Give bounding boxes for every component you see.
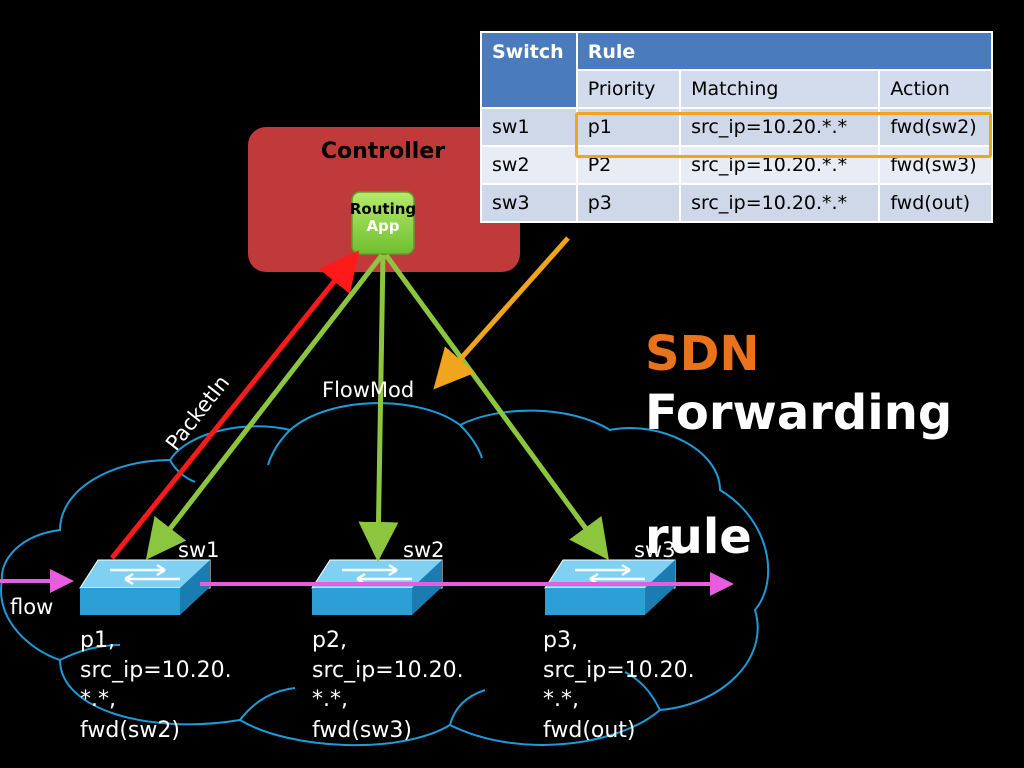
flowmod-label: FlowMod: [322, 378, 414, 402]
row-switch: sw1: [480, 107, 578, 147]
routing-app-box: [351, 191, 415, 255]
sw3-rule-line: p3,: [543, 628, 578, 653]
sw3-rule-line: fwd(out): [543, 718, 636, 743]
packet-in-label: PacketIn: [161, 371, 234, 455]
flowmod-arrow-sw3: [383, 253, 609, 561]
sw1-rule-line: src_ip=10.20.: [80, 658, 232, 683]
controller-label: Controller: [321, 139, 445, 164]
sw2-rule-line: src_ip=10.20.: [312, 658, 464, 683]
action-header: Action: [878, 69, 993, 109]
row-priority: P2: [575, 145, 682, 185]
flowmod-arrow-sw2: [358, 254, 399, 562]
row-action: fwd(sw3): [878, 145, 993, 185]
switch-sw3: [544, 559, 676, 615]
flowmod-arrow-sw1: [145, 253, 384, 560]
rule-table: Switch Rule Priority Matching Action sw1…: [480, 31, 994, 223]
packet-in-arrow: [110, 250, 360, 560]
sw3-rule-line: *.*,: [543, 687, 579, 712]
sw1-label: sw1: [178, 538, 219, 562]
matching-header: Matching: [679, 69, 881, 109]
sw2-rule-line: fwd(sw3): [312, 718, 412, 743]
title-forwarding: Forwarding: [645, 385, 953, 441]
sw2-rule-line: p2,: [312, 628, 347, 653]
sw2-rule-line: *.*,: [312, 687, 348, 712]
sw1-rule-line: *.*,: [80, 687, 116, 712]
sw3-label: sw3: [634, 538, 675, 562]
row-matching: src_ip=10.20.*.*: [679, 183, 881, 223]
row-switch: sw3: [480, 183, 578, 223]
row-matching: src_ip=10.20.*.*: [679, 145, 881, 185]
table-row: sw3 p3 src_ip=10.20.*.* fwd(out): [480, 183, 993, 223]
title-sdn: SDN: [645, 326, 760, 382]
switch-sw2: [311, 559, 443, 615]
priority-header: Priority: [575, 69, 682, 109]
table-to-flowmod-arrow: [433, 236, 570, 390]
switch-sw1: [79, 559, 211, 615]
row-switch: sw2: [480, 145, 578, 185]
sw1-rule-line: p1,: [80, 628, 115, 653]
sw1-rule-line: fwd(sw2): [80, 718, 180, 743]
flow-label: flow: [10, 595, 53, 619]
title-rule: rule: [645, 509, 752, 565]
row-priority: p3: [575, 183, 682, 223]
rule-header: Rule: [575, 31, 994, 71]
table-row: sw2 P2 src_ip=10.20.*.* fwd(sw3): [480, 145, 993, 185]
network-cloud: [0, 402, 770, 747]
sw2-label: sw2: [403, 538, 444, 562]
sw3-rule-line: src_ip=10.20.: [543, 658, 695, 683]
switch-header: Switch: [480, 31, 578, 109]
routing-app-label-line1: Routing: [350, 200, 416, 218]
row-action: fwd(out): [878, 183, 993, 223]
highlighted-rule-box: [575, 112, 992, 158]
routing-app-label-line2: App: [366, 217, 399, 235]
